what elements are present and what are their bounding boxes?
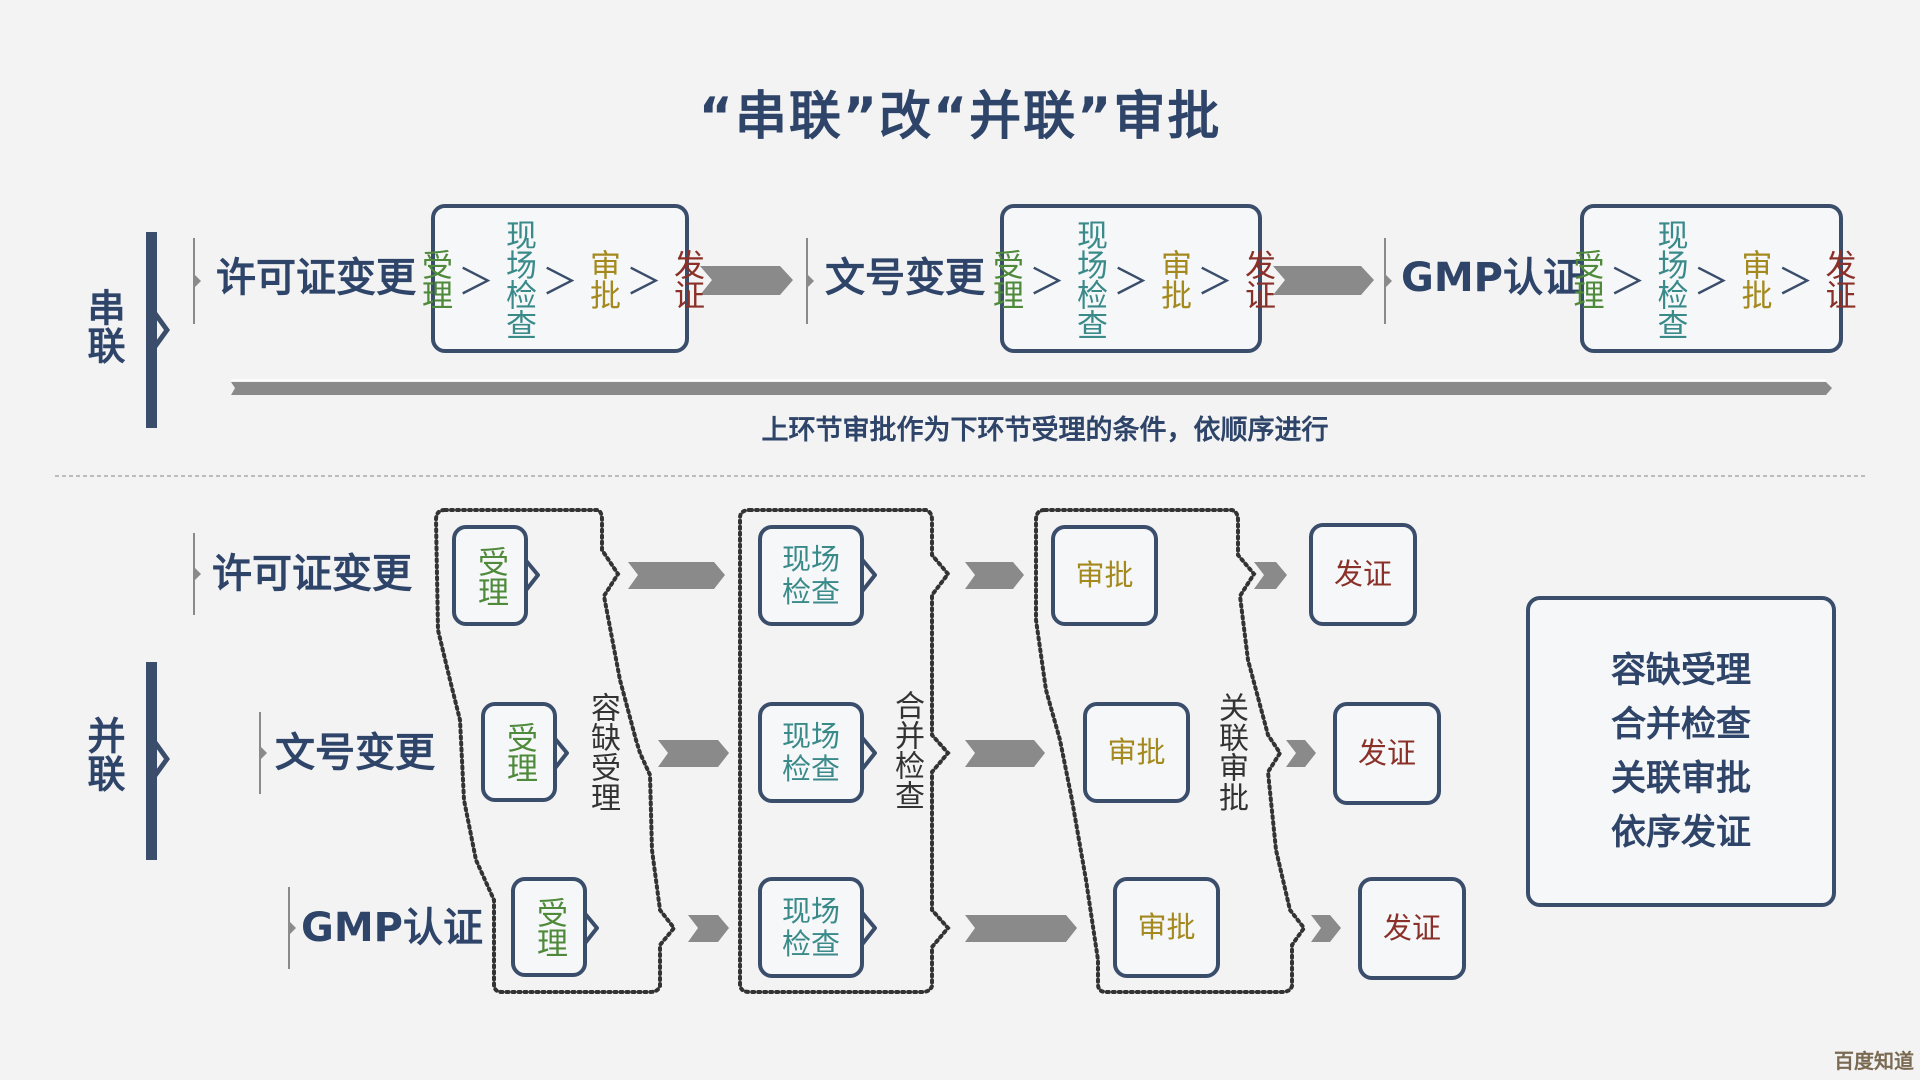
summary-box: 容缺受理 合并检查 关联审批 依序发证 — [1526, 596, 1836, 907]
step-accept: 受理 — [1567, 248, 1604, 309]
step-approve: 审批 — [584, 248, 621, 309]
watermark-logo: 百度知道 — [1834, 1049, 1914, 1073]
step-accept: 受理 — [986, 248, 1023, 309]
group-outline-approve — [1034, 508, 1307, 994]
accept-box-r1[interactable]: 受理 — [452, 525, 528, 626]
parallel-arrow-r2-1 — [658, 740, 729, 767]
parallel-arrow-r1-2 — [965, 562, 1024, 589]
summary-item: 合并检查 — [1610, 704, 1751, 745]
step-inspect: 现场检查 — [781, 718, 840, 786]
row-tick — [193, 238, 201, 324]
issue-box-r2[interactable]: 发证 — [1333, 702, 1441, 805]
inspect-box-r2[interactable]: 现场检查 — [758, 702, 864, 803]
page-title: “串联”改“并联”审批 — [698, 87, 1222, 147]
row-tick — [288, 887, 296, 969]
group-label-inspect: 合并检查 — [889, 690, 924, 810]
chevron-right-icon: ＞ — [542, 261, 579, 303]
step-approve: 审批 — [1137, 910, 1196, 944]
chevron-right-icon: ＞ — [1197, 261, 1234, 303]
parallel-arrow-r2-2 — [965, 740, 1045, 767]
chevron-right-icon: ＞ — [1609, 261, 1646, 303]
step-inspect: 现场检查 — [1651, 218, 1688, 339]
serial-caption: 上环节审批作为下环节受理的条件，依顺序进行 — [761, 415, 1329, 446]
step-inspect: 现场检查 — [781, 541, 840, 609]
serial-process-box-doc-number[interactable]: 受理 ＞ 现场检查 ＞ 审批 ＞ 发证 — [987, 204, 1275, 353]
parallel-bracket — [146, 662, 170, 860]
summary-item: 容缺受理 — [1610, 650, 1751, 691]
step-issue: 发证 — [1819, 248, 1856, 309]
step-inspect: 现场检查 — [500, 218, 536, 339]
step-approve: 审批 — [1075, 558, 1134, 592]
issue-box-r1[interactable]: 发证 — [1309, 523, 1417, 626]
accept-box-r3[interactable]: 受理 — [511, 877, 587, 977]
serial-arrow-1 — [700, 266, 793, 295]
chevron-right-icon: ＞ — [626, 261, 663, 303]
row-tick — [806, 238, 814, 324]
group-label-accept: 容缺受理 — [585, 692, 620, 812]
step-inspect: 现场检查 — [1071, 218, 1107, 339]
summary-item: 关联审批 — [1610, 758, 1751, 799]
serial-section-label: 串联 — [78, 288, 128, 364]
step-accept: 受理 — [501, 722, 537, 782]
step-issue: 发证 — [1333, 557, 1392, 591]
step-accept: 受理 — [531, 897, 567, 957]
issue-box-r3[interactable]: 发证 — [1358, 877, 1466, 980]
parallel-arrow-r3-3 — [1311, 915, 1341, 942]
approve-box-r1[interactable]: 审批 — [1051, 525, 1158, 626]
serial-label-text: 串联 — [81, 288, 125, 364]
row-tick — [259, 712, 267, 794]
serial-timeline-bar — [231, 382, 1832, 395]
chevron-right-icon: ＞ — [457, 261, 494, 303]
chevron-right-icon: ＞ — [1693, 261, 1730, 303]
serial-bracket — [146, 232, 170, 428]
step-approve: 审批 — [1735, 248, 1772, 309]
step-inspect: 现场检查 — [781, 893, 840, 961]
group-outline-inspect — [738, 508, 951, 994]
parallel-arrow-r3-1 — [688, 915, 729, 942]
chevron-right-icon: ＞ — [1777, 261, 1814, 303]
parallel-arrow-r3-2 — [965, 915, 1077, 942]
accept-box-r2[interactable]: 受理 — [481, 702, 557, 802]
inspect-box-r3[interactable]: 现场检查 — [758, 877, 864, 978]
parallel-arrow-r2-3 — [1286, 740, 1316, 767]
group-outline-accept — [433, 508, 677, 994]
parallel-row-license-change: 许可证变更 — [212, 551, 412, 597]
serial-row-doc-number-change: 文号变更 — [825, 255, 985, 301]
parallel-row-gmp: GMP认证 — [301, 905, 483, 951]
parallel-section-label: 并联 — [78, 716, 128, 792]
serial-row-gmp: GMP认证 — [1401, 255, 1583, 301]
step-issue: 发证 — [1382, 911, 1441, 945]
step-approve: 审批 — [1107, 735, 1166, 769]
summary-item: 依序发证 — [1610, 812, 1751, 853]
group-label-approve: 关联审批 — [1213, 692, 1248, 812]
step-issue: 发证 — [1239, 248, 1276, 309]
chevron-right-icon: ＞ — [1028, 261, 1065, 303]
serial-row-license-change: 许可证变更 — [216, 255, 416, 301]
parallel-arrow-r1-1 — [628, 562, 725, 589]
parallel-row-doc-number-change: 文号变更 — [275, 730, 435, 776]
step-approve: 审批 — [1155, 248, 1192, 309]
step-issue: 发证 — [668, 248, 705, 309]
parallel-label-text: 并联 — [81, 716, 125, 792]
step-accept: 受理 — [472, 545, 508, 606]
approve-box-r2[interactable]: 审批 — [1083, 702, 1190, 803]
inspect-box-r1[interactable]: 现场检查 — [758, 525, 864, 626]
row-tick — [1384, 238, 1392, 324]
row-tick — [193, 533, 201, 615]
step-issue: 发证 — [1357, 736, 1416, 770]
serial-process-box-license[interactable]: 受理 ＞ 现场检查 ＞ 审批 ＞ 发证 — [416, 204, 704, 353]
chevron-right-icon: ＞ — [1113, 261, 1150, 303]
serial-arrow-2 — [1273, 266, 1374, 295]
serial-process-box-gmp[interactable]: 受理 ＞ 现场检查 ＞ 审批 ＞ 发证 — [1567, 204, 1856, 353]
approve-box-r3[interactable]: 审批 — [1113, 877, 1220, 978]
step-accept: 受理 — [415, 248, 452, 309]
parallel-arrow-r1-3 — [1254, 562, 1287, 589]
